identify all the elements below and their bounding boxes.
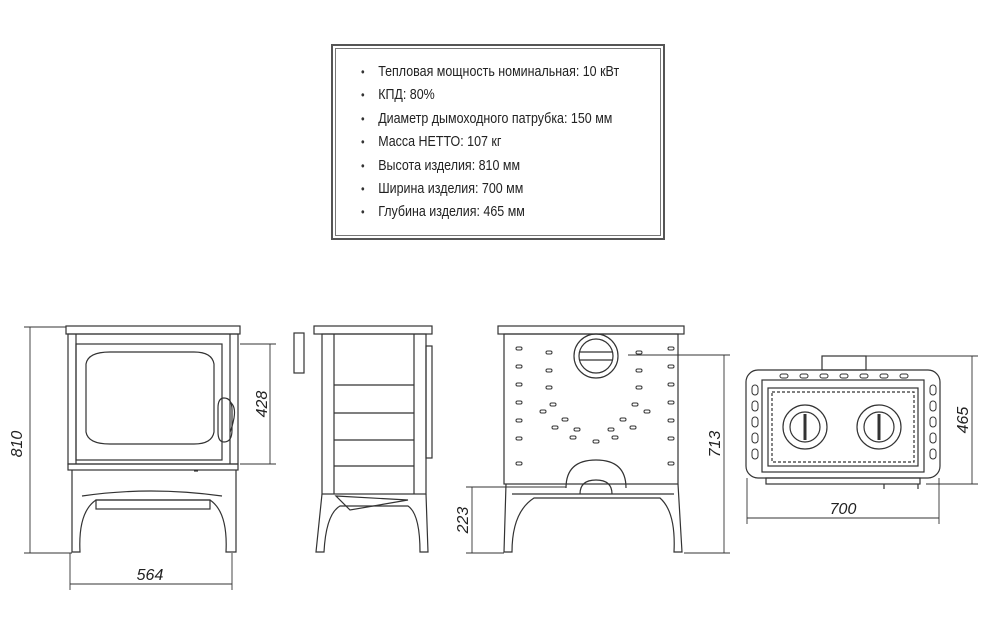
dim-front-height: 810 <box>9 431 26 458</box>
side-flue-pipe <box>293 332 305 374</box>
dim-door-height: 428 <box>254 391 271 418</box>
top-front-edge <box>765 477 921 485</box>
front-dimensions <box>24 326 276 590</box>
front-ash-door <box>95 499 211 510</box>
side-legs <box>315 493 429 553</box>
side-top-plate <box>313 325 433 335</box>
back-flue-outer <box>573 333 619 379</box>
dim-front-width: 564 <box>137 567 164 584</box>
back-flue-inner <box>578 338 614 374</box>
front-legs <box>71 470 237 553</box>
back-body <box>503 333 679 485</box>
top-view <box>745 355 941 489</box>
front-door-glass <box>85 351 215 445</box>
front-door-frame <box>75 343 223 461</box>
side-view <box>293 325 433 553</box>
dim-flue-height: 223 <box>455 507 472 535</box>
back-vent-holes <box>515 346 675 466</box>
back-view <box>497 325 685 553</box>
dim-top-width: 700 <box>830 501 857 518</box>
top-flue-pipe <box>821 355 867 371</box>
dim-top-depth: 465 <box>955 407 972 434</box>
back-air-inlet <box>565 459 627 489</box>
top-dimensions <box>746 355 978 524</box>
back-top-plate <box>497 325 685 335</box>
back-dimensions <box>466 354 730 554</box>
back-legs <box>503 483 683 553</box>
dim-back-height: 713 <box>707 431 724 458</box>
front-view <box>65 325 241 553</box>
front-ash-frame <box>67 463 239 471</box>
specifications-box: Тепловая мощность номинальная: 10 кВт КП… <box>331 44 665 240</box>
door-handle <box>217 397 233 443</box>
hotplate-right-ring <box>856 404 902 450</box>
side-door-edge <box>425 345 433 459</box>
front-top-plate <box>65 325 241 335</box>
hotplate-left-ring <box>782 404 828 450</box>
top-cooking-area <box>761 379 925 473</box>
